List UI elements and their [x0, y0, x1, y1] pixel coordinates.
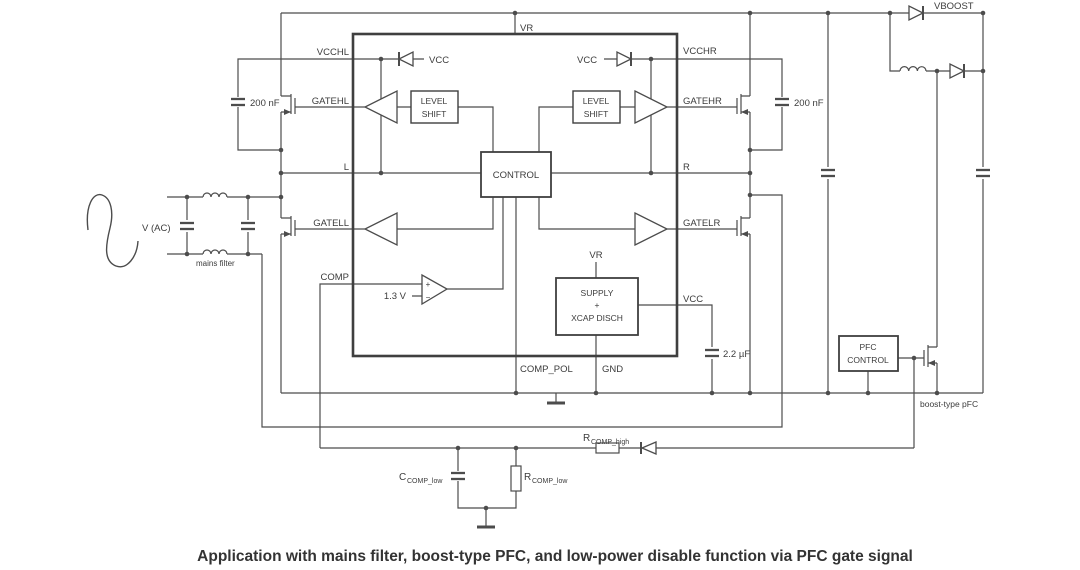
- pin-gatelr: GATELR: [683, 218, 720, 229]
- r-comp-high-label: R: [583, 433, 590, 444]
- comp-network-wires: [320, 447, 914, 526]
- pfc-control: PFC CONTROL boost-type pFC VBOOST: [838, 1, 978, 409]
- pin-vcchl: VCCHL: [317, 47, 349, 58]
- control-label: CONTROL: [493, 170, 539, 181]
- gate-wires: [295, 106, 737, 230]
- bootstrap-wires: [237, 58, 783, 151]
- r-comp-high-sub: COMP_high: [591, 439, 629, 446]
- comparator-plus: +: [426, 280, 431, 289]
- level-shift-right-box: [572, 90, 621, 124]
- c-comp-low-label: C: [399, 472, 406, 483]
- pin-gatehr: GATEHR: [683, 96, 722, 107]
- level-shift-left-l2: SHIFT: [422, 109, 447, 119]
- pin-comp-pol: COMP_POL: [520, 364, 573, 375]
- level-shift-right-l2: SHIFT: [584, 109, 609, 119]
- level-shift-right-l1: LEVEL: [583, 96, 610, 106]
- boot-cap-left-value: 200 nF: [250, 98, 280, 109]
- pin-vcc: VCC: [683, 294, 703, 305]
- mosfet-gatehl: [281, 94, 296, 115]
- junction-dots: [184, 10, 986, 511]
- figure-caption: Application with mains filter, boost-typ…: [197, 548, 913, 565]
- mosfet-gatehr: [736, 94, 750, 115]
- supply-vr-label: VR: [589, 250, 602, 261]
- pin-r: R: [683, 162, 690, 173]
- mosfet-gatell: [281, 216, 296, 237]
- ground-icon-main: [547, 393, 565, 405]
- buffer-low-left: [363, 211, 398, 247]
- pfc-control-l2: CONTROL: [847, 355, 889, 365]
- supply-label-l3: XCAP DISCH: [571, 313, 623, 323]
- vboost-label: VBOOST: [934, 1, 974, 12]
- capacitor-comp-low: [451, 471, 465, 481]
- boot-cap-right-value: 200 nF: [794, 98, 824, 109]
- pin-gatell: GATELL: [313, 218, 349, 229]
- vcc-diode-left: [397, 50, 414, 68]
- c-comp-low-sub: COMP_low: [407, 478, 443, 485]
- pin-vcchr: VCCHR: [683, 46, 717, 57]
- ic-block: + − 1.3 V LEVEL SHIFT LEVEL SHIFT CONTRO…: [312, 23, 722, 375]
- pfc-control-box: [838, 335, 899, 372]
- comparator-minus: −: [426, 293, 431, 302]
- buffer-high-right: [634, 89, 669, 125]
- ac-source: V (AC) mains filter: [86, 193, 235, 268]
- control-box: [480, 151, 552, 198]
- pfc-control-l1: PFC: [860, 342, 877, 352]
- ic-pin-labels: VCCHL GATEHL L GATELL COMP VCCHR GATEHR …: [312, 23, 722, 375]
- pin-l: L: [344, 162, 349, 173]
- capacitor-vcc: [705, 348, 719, 358]
- capacitor-xcap-2: [241, 221, 255, 231]
- mosfet-gatelr: [736, 216, 750, 237]
- resistor-comp-low: [510, 465, 522, 492]
- pin-gatehl: GATEHL: [312, 96, 349, 107]
- capacitor-bootstrap-right: [775, 97, 789, 107]
- vcc-diode-right: [616, 50, 633, 68]
- resistor-comp-high: [595, 442, 620, 454]
- mosfet-pfc: [923, 345, 937, 367]
- vcc-net-left-label: VCC: [429, 55, 449, 66]
- capacitor-vboost: [976, 168, 990, 178]
- vcc-cap-value: 2.2 µF: [723, 349, 750, 360]
- vcc-net-right-label: VCC: [577, 55, 597, 66]
- diode-boost: [949, 62, 966, 80]
- comp-network: R COMP_high C COMP_low R COMP_low: [399, 433, 629, 492]
- ic-internal-wires: [281, 58, 750, 448]
- pin-vr: VR: [520, 23, 533, 34]
- power-rails: [280, 12, 984, 394]
- comparator: [421, 273, 449, 306]
- buffer-low-right: [634, 211, 669, 247]
- buffer-high-left: [363, 89, 398, 125]
- supply-label-l2: +: [595, 300, 600, 310]
- diode-vboost-bypass: [908, 4, 925, 22]
- capacitor-dc-bus: [821, 168, 835, 178]
- pin-gnd: GND: [602, 364, 623, 375]
- boost-type-pfc-label: boost-type pFC: [920, 399, 978, 409]
- mains-filter-label: mains filter: [196, 259, 235, 268]
- capacitor-bootstrap-left: [231, 97, 245, 107]
- pin-comp: COMP: [321, 272, 350, 283]
- comparator-ref-label: 1.3 V: [384, 291, 407, 302]
- supply-box: [555, 277, 639, 336]
- r-comp-low-sub: COMP_low: [532, 478, 568, 485]
- boost-pfc-wires: [867, 13, 983, 448]
- ic-outline: [351, 32, 679, 358]
- diode-comp-disable: [640, 441, 657, 455]
- level-shift-left-l1: LEVEL: [421, 96, 448, 106]
- r-comp-low-label: R: [524, 472, 531, 483]
- capacitor-xcap-1: [180, 221, 194, 231]
- sine-wave-icon: [86, 193, 139, 268]
- vac-label: V (AC): [142, 223, 171, 234]
- supply-label-l1: SUPPLY: [581, 288, 614, 298]
- level-shift-left-box: [410, 90, 459, 124]
